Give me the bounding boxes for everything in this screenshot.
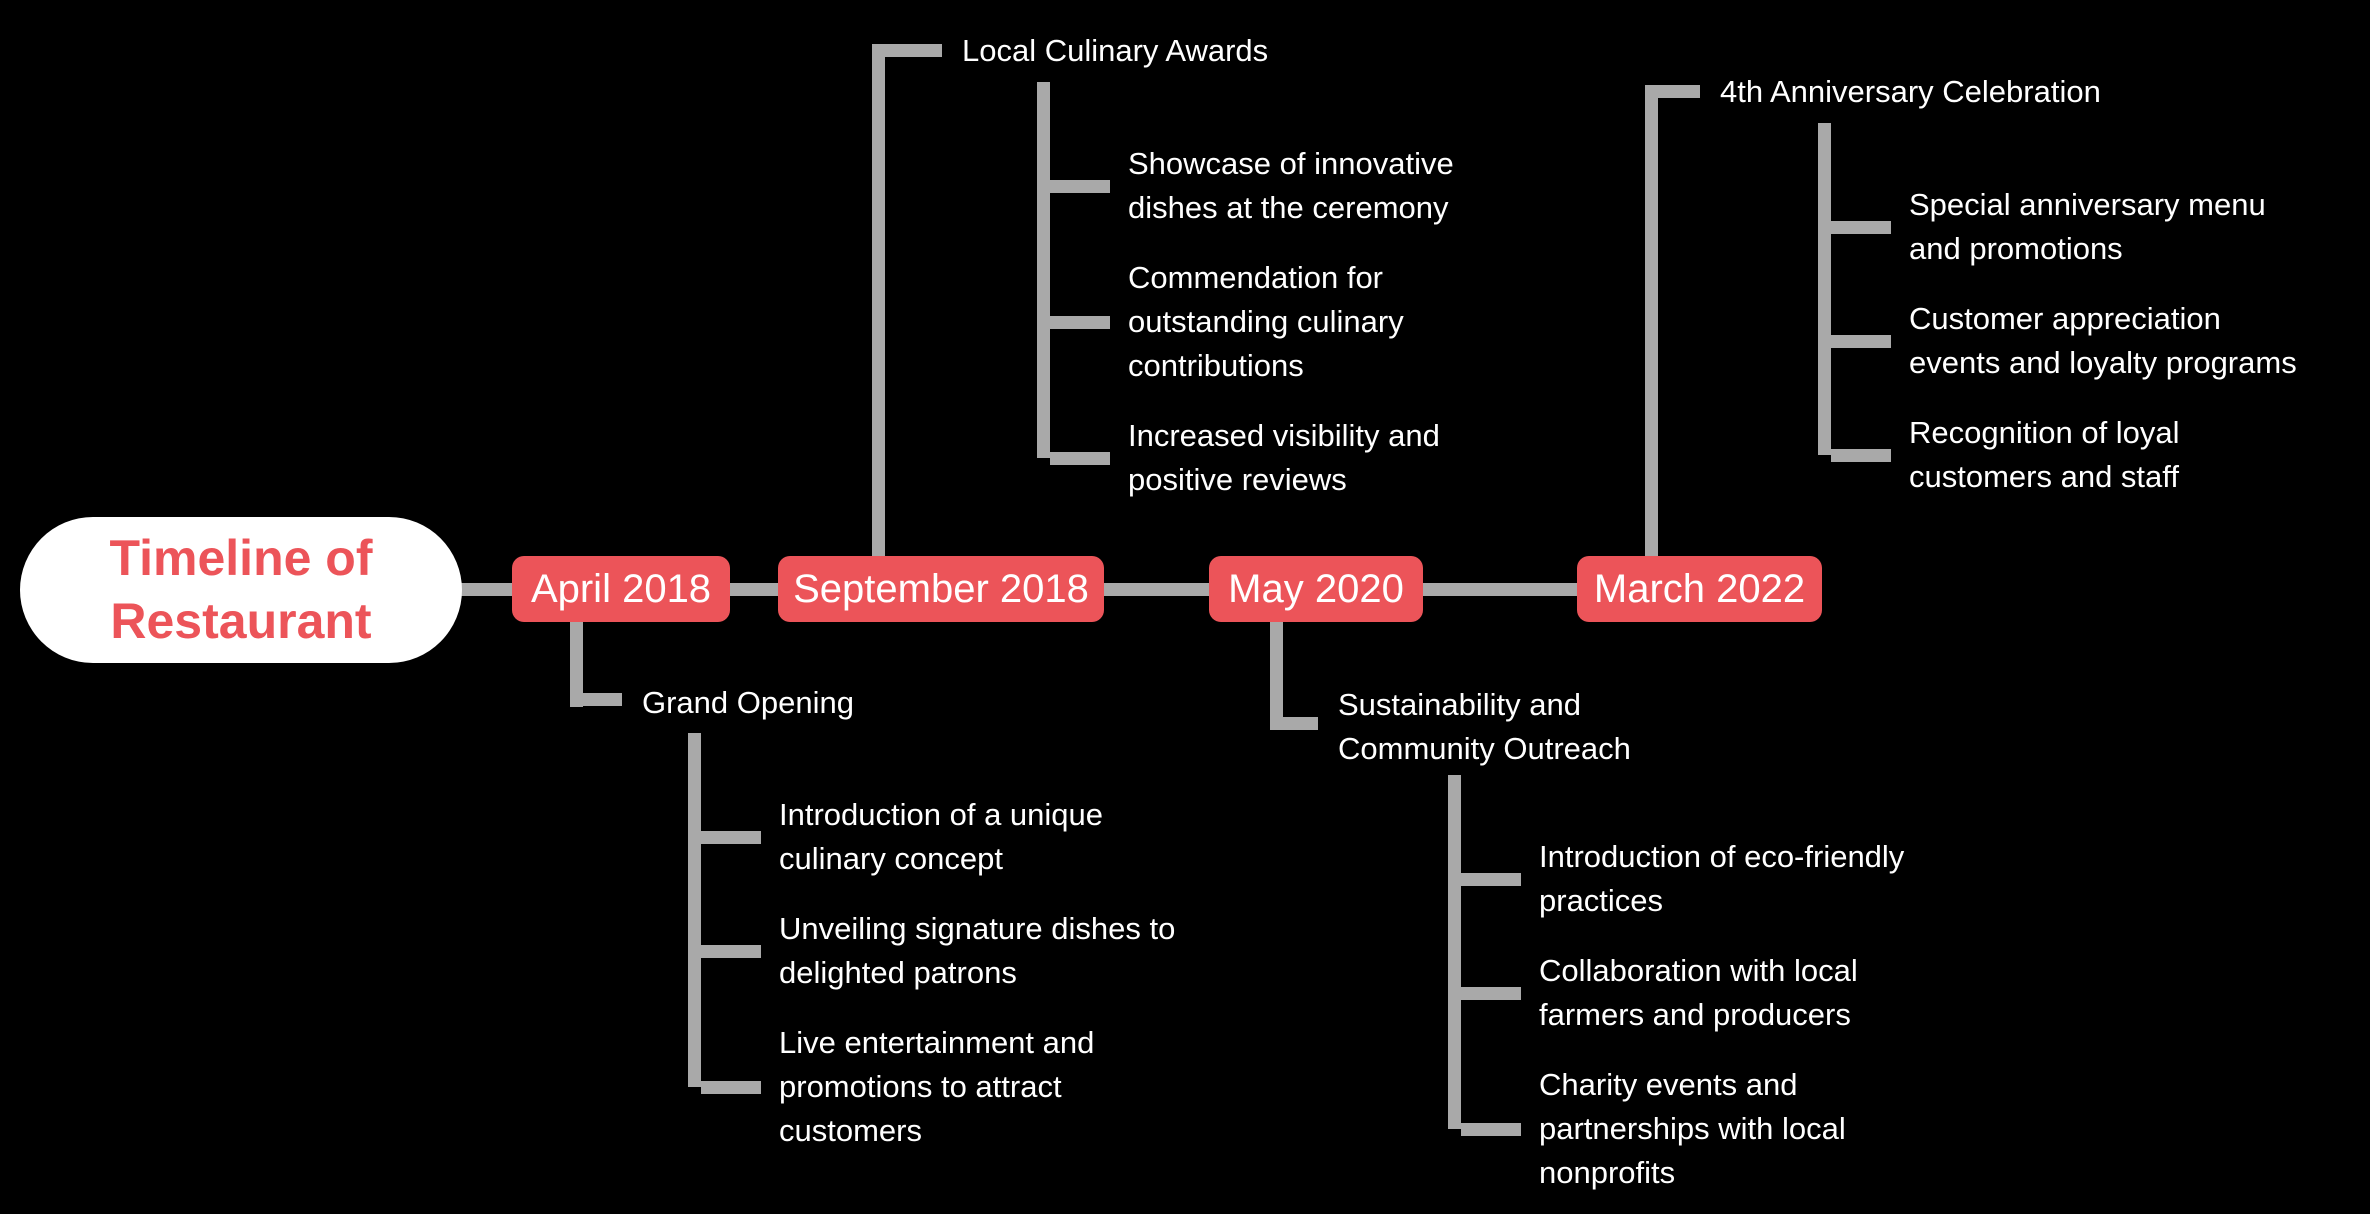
connector-tick xyxy=(1831,448,1891,462)
event-label-grand-opening[interactable]: Grand Opening xyxy=(642,685,854,720)
connector-tick xyxy=(701,944,761,958)
connector-tick xyxy=(1050,179,1110,193)
detail-text[interactable]: Customer appreciation events and loyalty… xyxy=(1909,301,2297,380)
detail-list-sustainability: Introduction of eco-friendly practices C… xyxy=(1448,775,1904,1208)
connector-tick xyxy=(1050,451,1110,465)
detail-text[interactable]: Special anniversary menu and promotions xyxy=(1909,187,2266,266)
connector-may-elbow xyxy=(1270,717,1318,730)
connector-tick xyxy=(701,1080,761,1094)
detail-list-grand-opening: Introduction of a unique culinary concep… xyxy=(688,733,1175,1166)
list-item: Increased visibility and positive review… xyxy=(1037,401,1454,515)
connector-tick xyxy=(1831,220,1891,234)
list-item: Customer appreciation events and loyalty… xyxy=(1818,284,2297,398)
event-label-sustainability[interactable]: Sustainability and Community Outreach xyxy=(1338,687,1631,766)
detail-text[interactable]: Recognition of loyal customers and staff xyxy=(1909,415,2180,494)
event-label-4th-anniversary[interactable]: 4th Anniversary Celebration xyxy=(1720,74,2101,109)
detail-list-local-culinary-awards: Showcase of innovative dishes at the cer… xyxy=(1037,82,1454,515)
detail-text[interactable]: Charity events and partnerships with loc… xyxy=(1539,1067,1846,1190)
connector-september-elbow xyxy=(872,44,942,57)
connector-tick xyxy=(701,830,761,844)
detail-text[interactable]: Showcase of innovative dishes at the cer… xyxy=(1128,146,1454,225)
detail-text[interactable]: Commendation for outstanding culinary co… xyxy=(1128,260,1404,383)
date-node-march-2022[interactable]: March 2022 xyxy=(1577,556,1822,622)
detail-text[interactable]: Unveiling signature dishes to delighted … xyxy=(779,911,1176,990)
list-item: Unveiling signature dishes to delighted … xyxy=(688,894,1175,1008)
connector-tick xyxy=(1461,872,1521,886)
connector-tick xyxy=(1461,1122,1521,1136)
list-item: Live entertainment and promotions to att… xyxy=(688,1008,1175,1166)
date-node-may-2020[interactable]: May 2020 xyxy=(1209,556,1423,622)
detail-text[interactable]: Introduction of eco-friendly practices xyxy=(1539,839,1905,918)
event-label-local-culinary-awards[interactable]: Local Culinary Awards xyxy=(962,33,1269,68)
list-item: Showcase of innovative dishes at the cer… xyxy=(1037,82,1454,243)
connector-march-elbow xyxy=(1645,85,1700,98)
list-item: Collaboration with local farmers and pro… xyxy=(1448,936,1904,1050)
list-item: Charity events and partnerships with loc… xyxy=(1448,1050,1904,1208)
detail-text[interactable]: Collaboration with local farmers and pro… xyxy=(1539,953,1858,1032)
detail-text[interactable]: Increased visibility and positive review… xyxy=(1128,418,1440,497)
connector-may-vertical xyxy=(1270,621,1283,730)
date-node-september-2018[interactable]: September 2018 xyxy=(778,556,1104,622)
detail-text[interactable]: Live entertainment and promotions to att… xyxy=(779,1025,1095,1148)
connector-march-vertical xyxy=(1645,85,1658,556)
connector-september-vertical xyxy=(872,44,885,556)
connector-april-vertical xyxy=(570,621,583,707)
date-node-april-2018[interactable]: April 2018 xyxy=(512,556,730,622)
detail-list-4th-anniversary: Special anniversary menu and promotions … xyxy=(1818,123,2297,512)
list-item: Recognition of loyal customers and staff xyxy=(1818,398,2297,512)
root-node-title[interactable]: Timeline of Restaurant xyxy=(20,517,462,663)
connector-tick xyxy=(1831,334,1891,348)
list-item: Introduction of a unique culinary concep… xyxy=(688,733,1175,894)
list-item: Introduction of eco-friendly practices xyxy=(1448,775,1904,936)
detail-text[interactable]: Introduction of a unique culinary concep… xyxy=(779,797,1104,876)
connector-tick xyxy=(1050,315,1110,329)
connector-tick xyxy=(1461,986,1521,1000)
list-item: Commendation for outstanding culinary co… xyxy=(1037,243,1454,401)
connector-april-elbow xyxy=(570,693,622,706)
list-item: Special anniversary menu and promotions xyxy=(1818,123,2297,284)
